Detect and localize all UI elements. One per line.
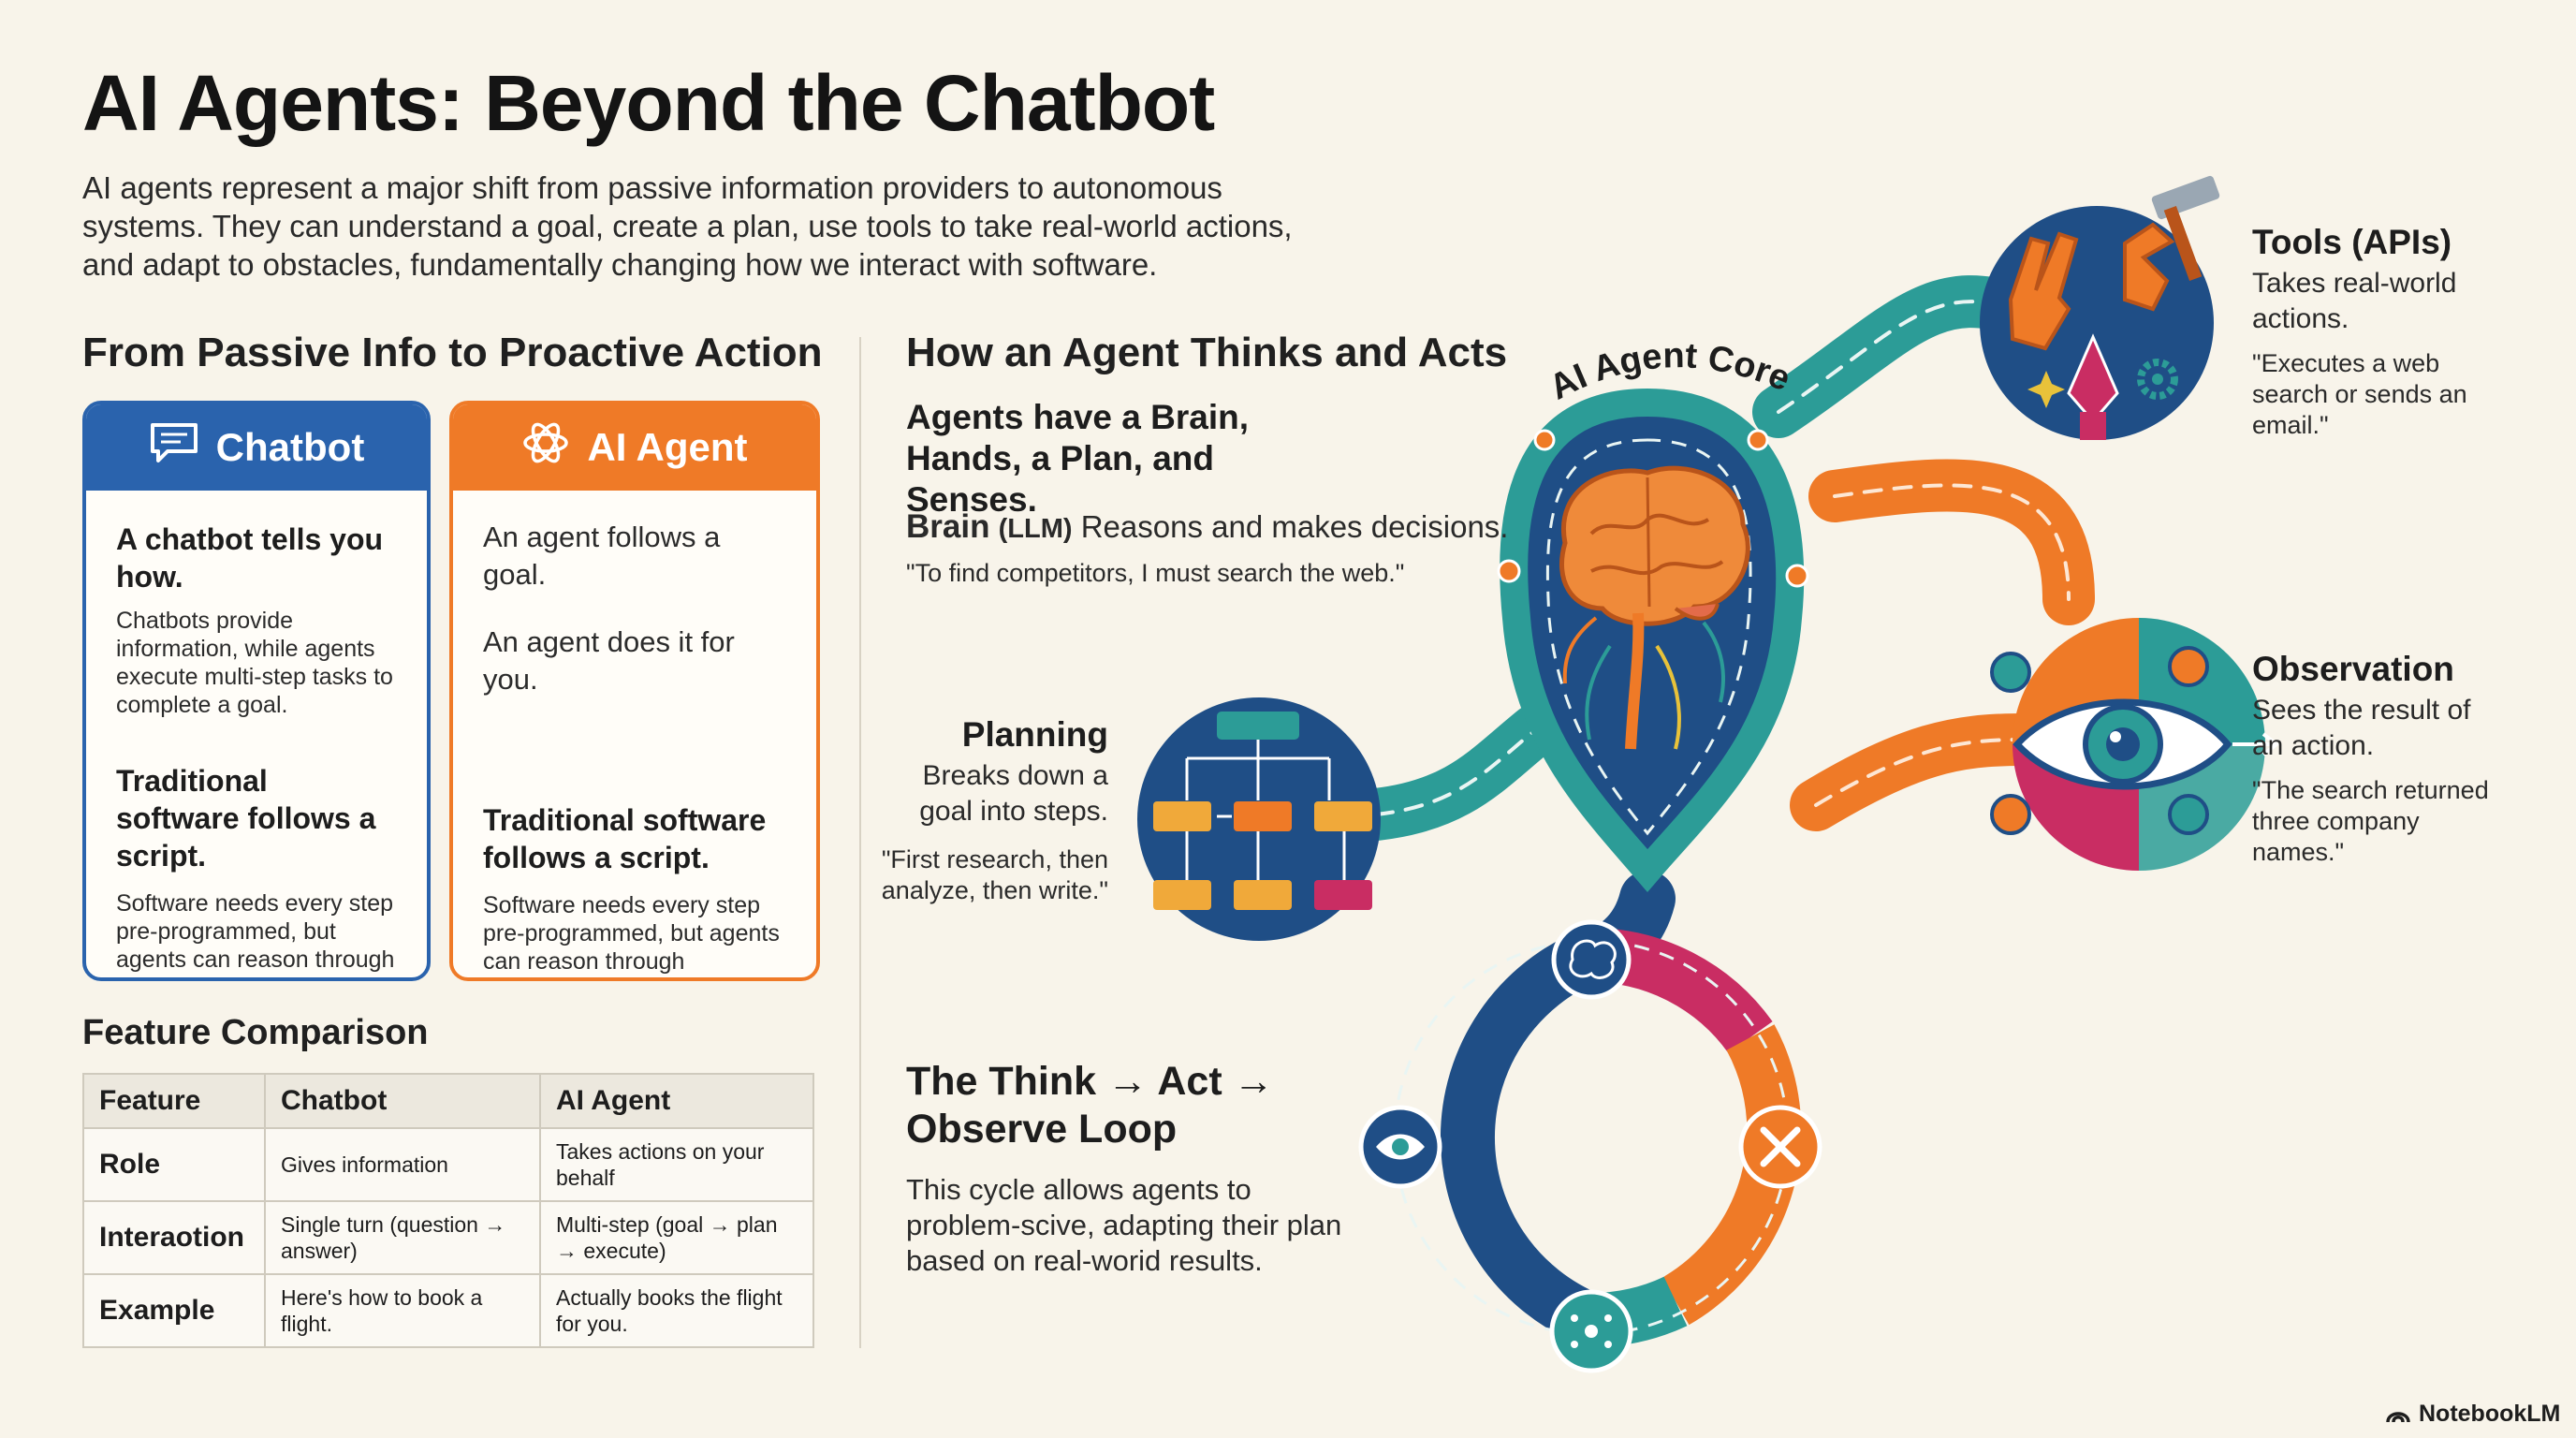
hammer-icon [2151,175,2220,281]
brain-description: Brain (LLM) Reasons and makes decisions. [906,507,1508,549]
table-row: Interaotion Single turn (question → answ… [82,1200,814,1275]
tools-circle [1980,175,2220,440]
loop-eye-icon [1358,1105,1442,1189]
notebooklm-logo-icon [2386,1411,2410,1422]
table-header-row: Feature Chatbot AI Agent [82,1073,814,1129]
agent-subheading: Agents have a Brain, Hands, a Plan, and … [906,398,1250,519]
section-heading-right: How an Agent Thinks and Acts [906,330,1508,375]
observation-circle [1990,618,2280,871]
table-cell: Multi-step (goal → plan → execute) [539,1200,814,1275]
column-header: Chatbot [264,1073,541,1129]
observation-title: Observation [2252,650,2454,688]
tools-caption: Tools (APIs) Takes real-world actions. "… [2252,223,2486,441]
column-divider [859,337,861,1348]
brain-quote: "To find competitors, I must search the … [906,559,1405,587]
intro-paragraph: AI agents represent a major shift from p… [82,170,1293,282]
brand-mark: NotebookLM [2385,1401,2560,1428]
table-row: Role Gives information Takes actions on … [82,1127,814,1202]
brain-label: Brain [906,508,990,545]
brain-icon [1559,465,1750,750]
planning-circle [1137,697,1381,941]
robotic-hand-icon [2008,222,2175,351]
agent-block2-title: Traditional software follows a script. [483,803,767,874]
table-cell: Takes actions on your behalf [539,1127,814,1202]
eye-icon [2012,698,2280,790]
chatbot-card-label: Chatbot [215,425,365,469]
loop-brain-icon [1551,919,1632,1000]
connector-to-observation-top [1808,459,2095,625]
chatbot-card-header: Chatbot [86,404,427,491]
table-cell: Single turn (question → answer) [264,1200,541,1275]
column-header: Feature [82,1073,266,1129]
connector-to-planning [1350,704,1561,841]
connector-to-observation [1790,713,2048,831]
gear-icon [2137,359,2178,400]
ai-agent-card-header: AI Agent [453,404,816,491]
brand-label: NotebookLM [2419,1401,2561,1427]
page-title: AI Agents: Beyond the Chatbot [82,59,1215,147]
table-cell: Actually books the flight for you. [539,1273,814,1348]
chatbot-block2-title: Traditional software follows a script. [116,764,376,873]
feature-comparison-table: Feature Chatbot AI Agent Role Gives info… [82,1073,814,1348]
planning-title: Planning [961,715,1108,754]
chatbot-block2-text: Software needs every step pre-programmed… [116,890,395,977]
agent-line1: An agent follows a goal. [483,521,721,591]
tools-title: Tools (APIs) [2252,223,2452,261]
loop-text: This cycle allows agents to problem-sciv… [906,1173,1342,1277]
section-heading-left: From Passive Info to Proactive Action [82,330,823,375]
chat-bubble-icon [149,421,199,474]
agent-line2: An agent does it for you. [483,625,735,696]
chatbot-block1-title: A chatbot tells you how. [116,522,384,594]
table-cell: Here's how to book a flight. [264,1273,541,1348]
sparkle-icon [2027,371,2065,408]
ai-spark-icon [521,418,570,477]
chatbot-card: Chatbot A chatbot tells you how. Chatbot… [82,401,431,981]
planning-caption: Planning Breaks down a goal into steps. … [880,715,1108,906]
observation-quote: "The search returned three company names… [2252,776,2489,866]
agent-block2-text: Software needs every step pre-programmed… [483,892,780,977]
connector-to-tools [1752,275,2039,438]
ai-agent-card-label: AI Agent [587,425,748,469]
think-act-observe-loop [1358,919,1822,1373]
observation-text: Sees the result of an action. [2252,695,2471,761]
loop-network-icon [1549,1289,1633,1373]
table-cell: Gives information [264,1127,541,1202]
table-cell: Interaotion [82,1200,266,1275]
brain-llm-label: (LLM) [998,514,1073,544]
table-cell: Role [82,1127,266,1202]
loop-tools-icon [1738,1105,1822,1189]
observation-caption: Observation Sees the result of an action… [2252,650,2505,868]
column-header: AI Agent [539,1073,814,1129]
planning-quote: "First research, then analyze, then writ… [881,845,1108,904]
table-row: Example Here's how to book a flight. Act… [82,1273,814,1348]
chatbot-block1-text: Chatbots provide information, while agen… [116,608,393,718]
brain-text: Reasons and makes decisions. [1080,509,1509,544]
comparison-heading: Feature Comparison [82,1013,429,1052]
pen-nib-icon [2067,333,2119,440]
tools-quote: "Executes a web search or sends an email… [2252,349,2467,439]
table-cell: Example [82,1273,266,1348]
ai-agent-card: AI Agent An agent follows a goal. An age… [449,401,820,981]
loop-title: The Think → Act → Observe Loop [906,1059,1274,1152]
tools-text: Takes real-world actions. [2252,268,2457,334]
planning-text: Breaks down a goal into steps. [919,760,1108,827]
